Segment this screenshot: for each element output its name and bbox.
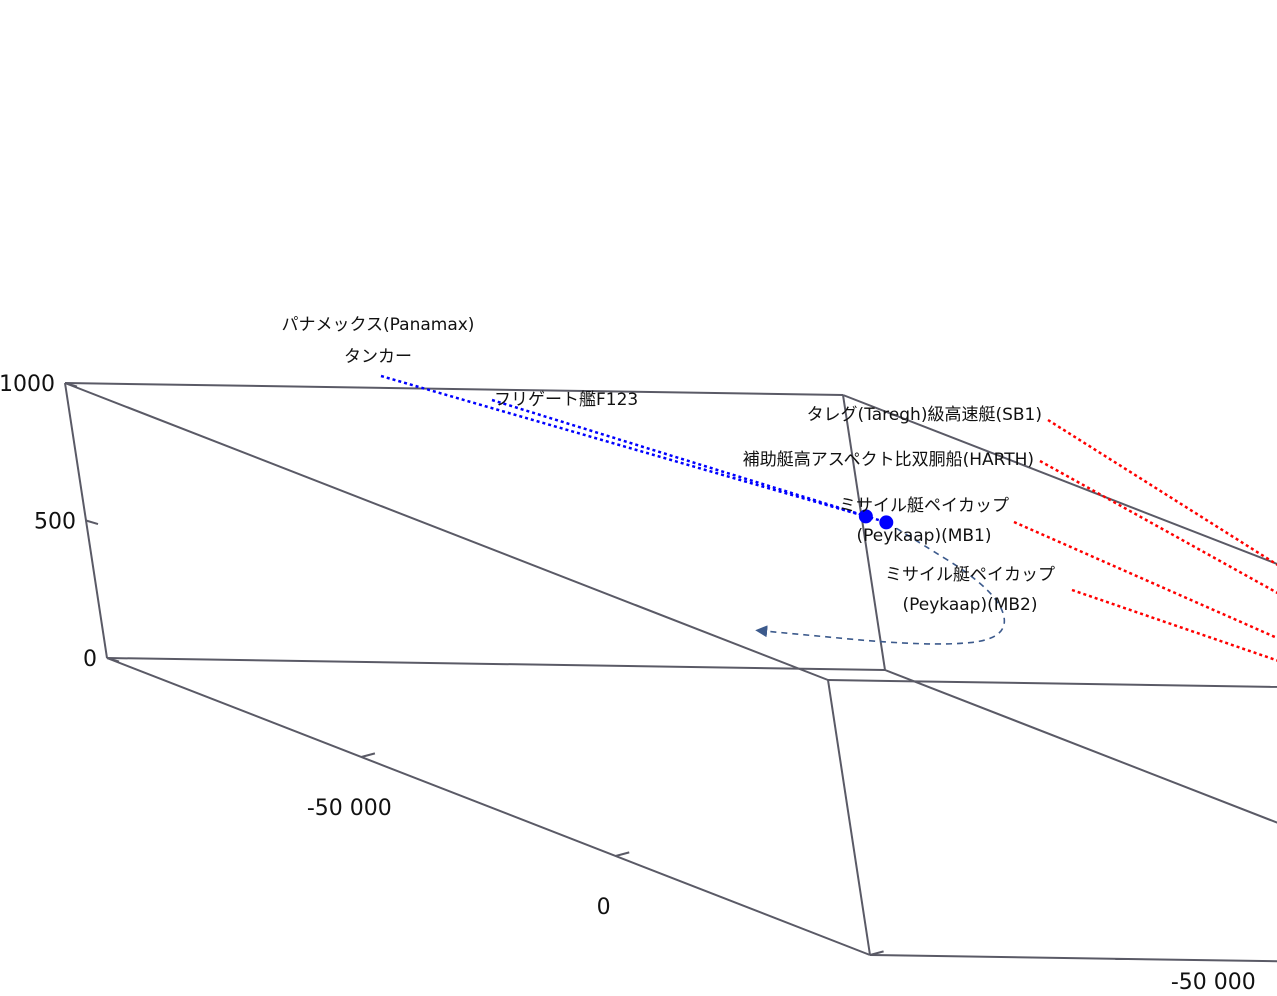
z-axis-tick-mark [106,657,120,663]
z-axis-tick-mark [64,382,78,388]
label-leader-line [491,398,887,524]
label-leader-line [1039,459,1277,595]
z-axis-tick-label: 1000 [0,372,55,397]
box-edge [106,657,886,671]
point-label: 補助艇高アスペクト比双胴船(HARTH) [743,450,1034,470]
box-edge [869,954,1277,963]
label-leader-line [1071,588,1277,662]
label-leader-line [1013,520,1277,640]
x-axis-tick-mark [615,851,630,857]
label-leader-line [380,374,867,518]
box-edge [64,382,844,396]
data-point [879,515,894,530]
box-edge [106,657,871,956]
y-axis-tick-label: -50 000 [1171,970,1256,995]
label-leader-line [1047,418,1277,567]
x-axis-tick-label: -50 000 [307,796,392,821]
box-edge [842,394,886,671]
x-axis-tick-mark [869,950,884,956]
x-axis-tick-label: 50 000 [820,994,897,996]
z-axis-tick-label: 500 [34,510,76,535]
x-axis-tick-label: 0 [597,895,611,920]
data-points [858,509,894,530]
point-label: フリゲート艦F123 [494,390,638,410]
point-label: ミサイル艇ペイカップ(Peykaap)(MB1) [839,496,1009,546]
label-leaders [380,374,1277,662]
point-label: タレグ(Taregh)級高速艇(SB1) [807,405,1042,425]
point-label: ミサイル艇ペイカップ(Peykaap)(MB2) [885,565,1055,615]
trajectory-paths [755,527,1006,645]
box-edge [827,679,1277,688]
data-point [858,509,873,524]
z-axis-tick-mark [85,519,99,526]
trajectory-arrow [755,527,1006,645]
axis-box [64,382,1277,963]
box-edge [827,679,871,956]
z-axis-tick-label: 0 [83,647,97,672]
box-edge [64,382,829,681]
box-edge [884,669,1277,824]
point-label: パナメックス(Panamax)タンカー [282,315,475,367]
box-edge [842,394,1277,566]
x-axis-tick-mark [361,752,376,758]
